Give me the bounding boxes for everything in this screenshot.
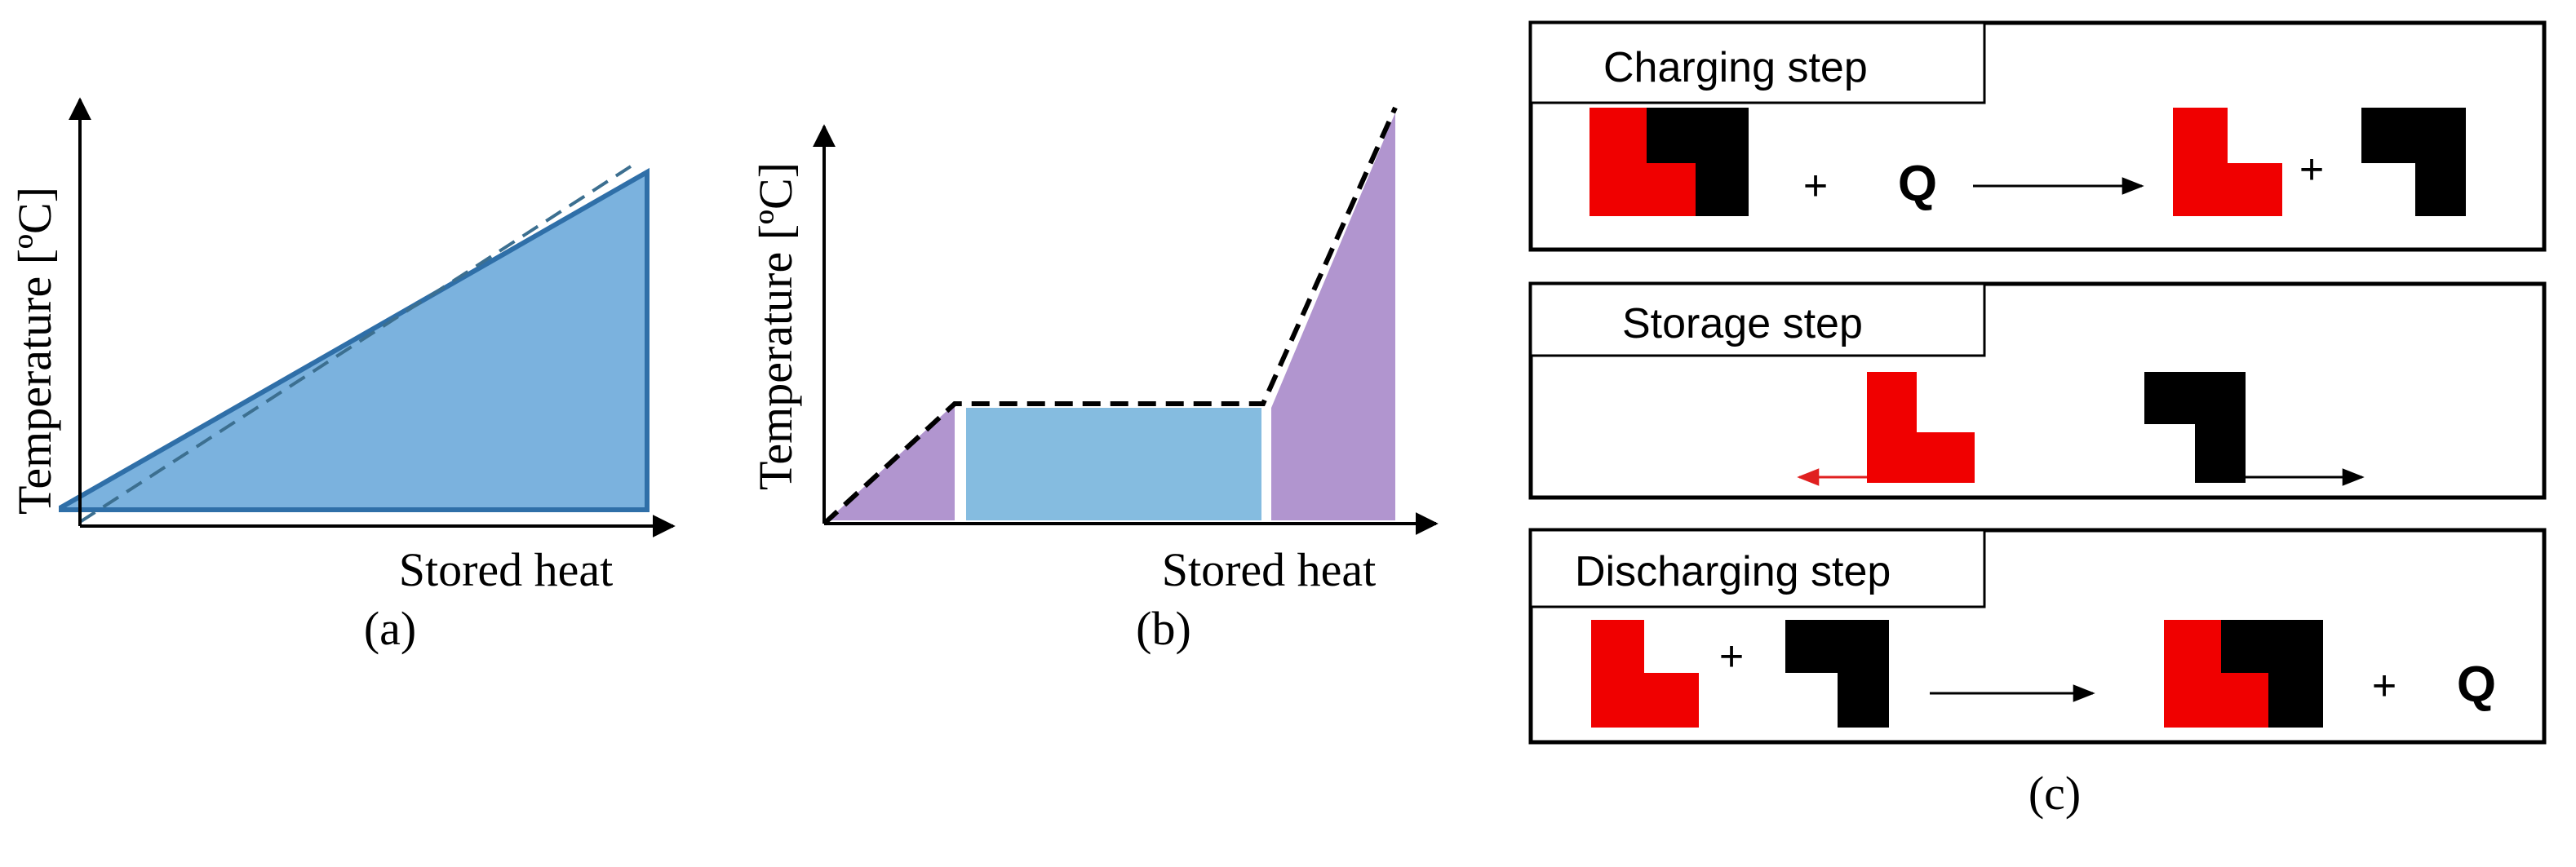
black-piece [2221,620,2323,728]
latent-heat-area [966,408,1261,520]
y-axis-label: Temperature [ºC] [8,187,61,515]
discharging-step-box: Discharging step + + Q [1528,528,2547,745]
black-piece [2144,372,2246,483]
charging-step-title: Charging step [1603,44,1868,91]
charging-step-box: Charging step + Q + [1528,20,2547,252]
black-piece [2361,108,2466,216]
plus-sign: + [1719,633,1744,680]
combined-product-pair [2164,620,2323,728]
red-piece [1591,620,1699,728]
discharging-step-title: Discharging step [1575,548,1891,595]
panel-c: Charging step + Q + Storage step [1528,20,2547,820]
plus-sign: + [2299,146,2324,193]
red-piece [1867,372,1975,483]
caption-a: (a) [364,602,416,655]
charging-step-title-box [1529,21,1986,104]
red-piece [2164,620,2272,728]
discharging-step-title-box [1529,529,1986,608]
caption-c: (c) [2028,767,2081,820]
heat-q-label: Q [1898,156,1937,212]
y-axis-label: Temperature [ºC] [749,162,802,490]
storage-step-box: Storage step [1528,281,2547,500]
combined-reactant-pair [1589,108,1749,216]
storage-step-title: Storage step [1622,300,1863,347]
x-axis-label: Stored heat [1162,543,1377,596]
panel-b: Temperature [ºC] Stored heat (b) [749,106,1439,655]
plus-sign: + [2372,662,2396,710]
red-piece [2173,108,2282,216]
heat-q-label: Q [2457,657,2496,713]
storage-step-title-box [1529,282,1986,357]
plus-sign: + [1803,162,1828,210]
red-piece [1589,108,1700,216]
sensible-heat-area [59,167,650,512]
sensible-heat-area-liquid [1271,113,1395,520]
panel-a: Temperature [ºC] Stored heat (a) [8,97,676,655]
black-piece [1785,620,1889,728]
dashed-temperature-profile [822,106,1398,526]
discharging-step-frame [1528,528,2547,745]
x-axis-label: Stored heat [399,543,614,596]
black-piece [1647,108,1749,216]
caption-b: (b) [1136,602,1191,655]
